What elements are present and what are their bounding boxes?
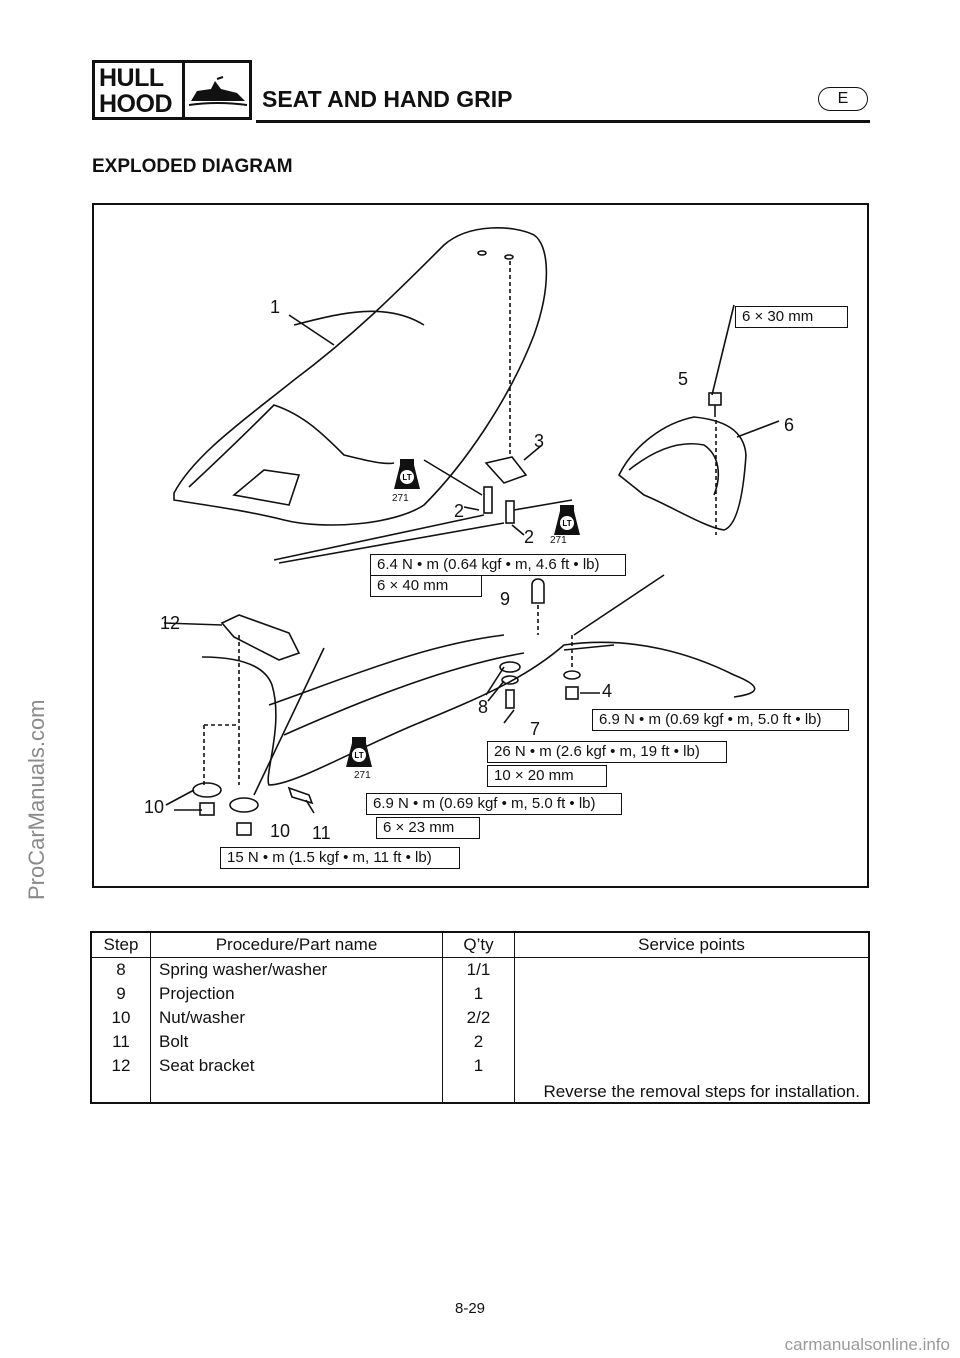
cell-step: 12 [90, 1054, 151, 1078]
torque-bolt-7: 26 N • m (2.6 kgf • m, 19 ft • lb) [487, 741, 727, 763]
seat-bracket-12 [220, 614, 301, 661]
cell-qty: 1 [442, 1054, 515, 1078]
cell-step: 11 [90, 1030, 151, 1054]
loctite-271-icon: LT [554, 505, 580, 535]
jet-ski-icon [188, 76, 248, 106]
svg-text:LT: LT [562, 519, 571, 528]
page-title: SEAT AND HAND GRIP [262, 86, 513, 112]
loctite-number: 271 [550, 535, 567, 546]
seat-panel [232, 469, 301, 506]
loctite-271-icon: LT [346, 737, 372, 767]
svg-text:LT: LT [354, 751, 363, 760]
cell-qty: 1 [442, 982, 515, 1006]
cell-step: 9 [90, 982, 151, 1006]
callout-5: 5 [678, 369, 689, 389]
badge-line2: HOOD [99, 90, 173, 118]
projection-9 [531, 578, 545, 604]
table-row [90, 1078, 869, 1103]
torque-bolt-11: 6.9 N • m (0.69 kgf • m, 5.0 ft • lb) [366, 793, 622, 815]
spec-6x23: 6 × 23 mm [376, 817, 480, 839]
callout-7: 7 [530, 719, 541, 739]
loctite-label: LT [402, 473, 411, 482]
cell-name: Nut/washer [150, 1006, 443, 1030]
bracket-3 [484, 456, 528, 484]
callout-1: 1 [270, 297, 281, 317]
loctite-271-icon: LT [394, 459, 420, 489]
side-watermark: ProCarManuals.com [24, 699, 49, 900]
cell-name: Spring washer/washer [150, 957, 443, 982]
page-number: 8-29 [455, 1300, 486, 1317]
cell-qty: 1/1 [442, 957, 515, 982]
cell-name: Seat bracket [150, 1054, 443, 1078]
table-row: 8 Spring washer/washer 1/1 Reverse the r… [90, 957, 870, 1103]
callout-2: 2 [524, 527, 535, 547]
cell-qty: 2/2 [442, 1006, 515, 1030]
callout-9: 9 [500, 589, 511, 609]
callout-11: 11 [312, 823, 331, 843]
cell-service-note: Reverse the removal steps for installati… [514, 957, 870, 1103]
table-row: 10 Nut/washer 2/2 [90, 1006, 869, 1030]
table-row: 11 Bolt 2 [90, 1030, 869, 1054]
callout-2: 2 [454, 501, 465, 521]
language-badge: E [818, 87, 868, 111]
callout-3: 3 [534, 431, 545, 451]
torque-nut-10: 15 N • m (1.5 kgf • m, 11 ft • lb) [220, 847, 460, 869]
torque-nut-4: 6.9 N • m (0.69 kgf • m, 5.0 ft • lb) [592, 709, 849, 731]
badge-divider [182, 63, 185, 117]
spec-6x40: 6 × 40 mm [370, 575, 482, 597]
seat-inner-line [188, 404, 395, 488]
section-badge: HULL HOOD [92, 60, 252, 120]
section-title: EXPLODED DIAGRAM [92, 156, 293, 177]
loctite-number: 271 [354, 770, 371, 781]
spec-10x20: 10 × 20 mm [487, 765, 607, 787]
callout-10: 10 [270, 821, 291, 841]
hull-outline [201, 641, 756, 786]
cell-name: Bolt [150, 1030, 443, 1054]
col-service-points: Service points [514, 932, 870, 958]
col-step: Step [90, 932, 151, 958]
table-row: 12 Seat bracket 1 [90, 1054, 869, 1078]
header-rule [256, 120, 870, 123]
callout-4: 4 [602, 681, 613, 701]
cell-step: 10 [90, 1006, 151, 1030]
spec-6x30: 6 × 30 mm [735, 306, 848, 328]
cell-step: 8 [90, 957, 151, 982]
hand-grip-outline [617, 416, 747, 531]
bottom-watermark: carmanualsonline.info [784, 1335, 950, 1354]
torque-seat: 6.4 N • m (0.64 kgf • m, 4.6 ft • lb) [370, 554, 626, 576]
col-part-name: Procedure/Part name [150, 932, 443, 958]
table-row: 9 Projection 1 [90, 982, 869, 1006]
cell-name: Projection [150, 982, 443, 1006]
exploded-diagram: LT 271 LT 271 LT 271 1 2 2 3 4 5 6 7 8 9… [92, 203, 869, 888]
cell-qty: 2 [442, 1030, 515, 1054]
loctite-number: 271 [392, 493, 409, 504]
col-qty: Q’ty [442, 932, 515, 958]
diagram-drawing [163, 227, 780, 836]
badge-line1: HULL [99, 64, 164, 92]
table-header-row: Step Procedure/Part name Q’ty Service po… [90, 932, 870, 958]
procedure-table: Step Procedure/Part name Q’ty Service po… [90, 931, 870, 1104]
callout-6: 6 [784, 415, 795, 435]
callout-10: 10 [144, 797, 165, 817]
callout-8: 8 [478, 697, 489, 717]
callout-12: 12 [160, 613, 181, 633]
seat-outline [173, 227, 548, 526]
